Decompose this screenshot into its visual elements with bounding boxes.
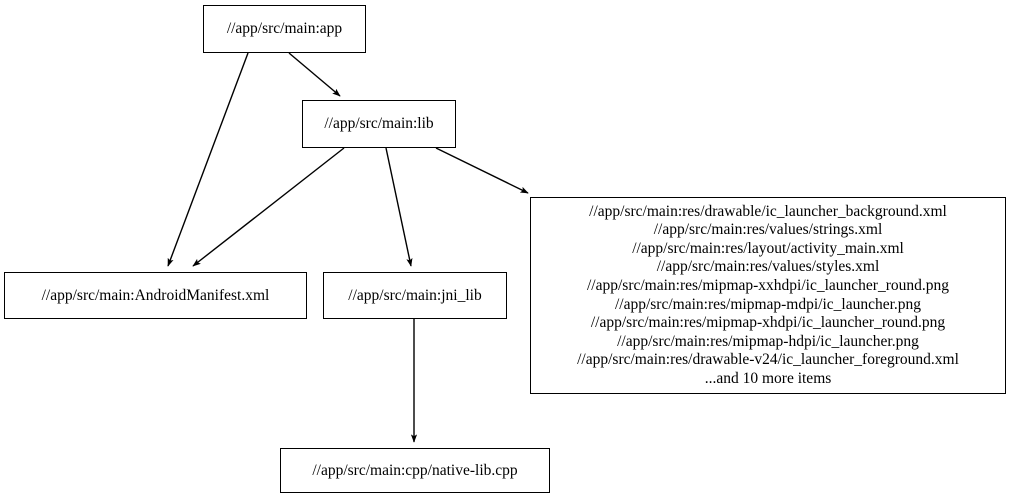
graph-node-lib-label: //app/src/main:lib xyxy=(324,115,434,133)
edge-lib-to-jni-lib xyxy=(385,147,413,267)
graph-node-res-group-label: //app/src/main:res/drawable/ic_launcher_… xyxy=(577,202,959,387)
edge-lib-to-manifest xyxy=(192,147,345,267)
graph-node-res-group[interactable]: //app/src/main:res/drawable/ic_launcher_… xyxy=(530,197,1006,394)
graph-node-lib[interactable]: //app/src/main:lib xyxy=(302,100,456,148)
graph-node-android-manifest-label: //app/src/main:AndroidManifest.xml xyxy=(41,286,270,304)
graph-node-native-lib-cpp[interactable]: //app/src/main:cpp/native-lib.cpp xyxy=(280,448,550,493)
graph-node-native-lib-cpp-label: //app/src/main:cpp/native-lib.cpp xyxy=(312,461,518,479)
edge-app-to-manifest xyxy=(167,52,249,267)
graph-node-jni-lib[interactable]: //app/src/main:jni_lib xyxy=(323,272,507,319)
edge-lib-to-res-group xyxy=(435,147,529,194)
edge-app-to-lib xyxy=(288,52,341,97)
graph-node-app[interactable]: //app/src/main:app xyxy=(203,5,366,53)
graph-node-jni-lib-label: //app/src/main:jni_lib xyxy=(348,286,482,304)
graph-node-app-label: //app/src/main:app xyxy=(226,20,343,38)
graph-node-android-manifest[interactable]: //app/src/main:AndroidManifest.xml xyxy=(4,272,307,319)
